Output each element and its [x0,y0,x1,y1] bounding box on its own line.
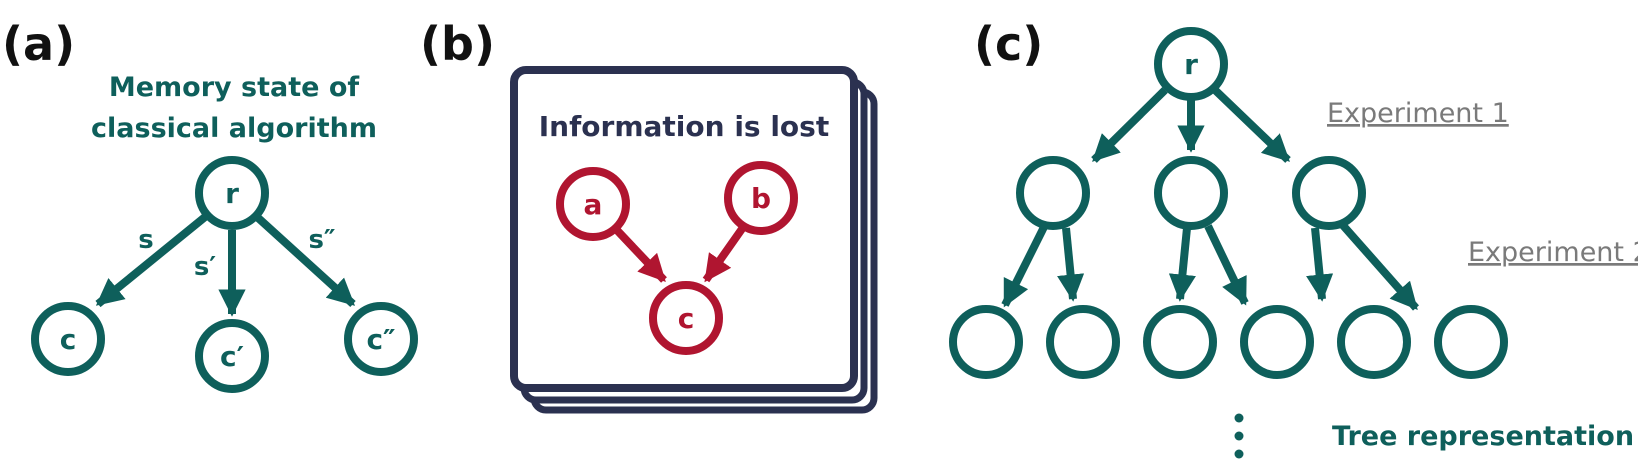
experiment-1-label: Experiment 1 [1327,98,1509,129]
tree-node-level2 [1434,305,1508,379]
edge-middle-child2 [1204,224,1249,306]
edge-b-to-c [702,223,748,283]
node-a-label: a [584,188,603,221]
node-c-double-prime-label: c″ [366,323,395,356]
edge-label-s: s [138,225,153,255]
tree-node-level2 [1337,305,1411,379]
node-r-label: r [225,177,239,210]
panel-c-label: (c) [974,17,1043,71]
panel-a-title-line2: classical algorithm [91,113,377,144]
panel-b-label: (b) [420,17,495,71]
tree-node-r-label: r [1184,48,1198,81]
card-front [510,66,858,392]
panel-c: (c) r Experiment 1 Experiment 2 [949,17,1638,459]
information-lost-title: Information is lost [539,110,829,143]
edge-right-child1 [1306,227,1334,302]
edge-a-to-c [610,223,667,283]
edge-root-right [1212,87,1291,163]
edge-middle-child1 [1168,227,1196,302]
node-c [31,302,105,376]
edge-left-child2 [1057,227,1085,302]
node-a [556,167,630,241]
node-c-lost-label: c [678,302,695,335]
tree-node-r [1154,27,1228,101]
panel-a-label: (a) [2,17,75,71]
tree-node-level2 [1240,305,1314,379]
edge-right-child2 [1337,219,1419,311]
panel-b: (b) Information is lost a b c [420,17,878,414]
node-c-double-prime [344,302,418,376]
vertical-ellipsis-icon [1234,413,1244,459]
tree-node-level2 [1143,305,1217,379]
tree-node-level2 [949,305,1023,379]
node-c-label: c [60,323,77,356]
tree-node-level1 [1016,156,1090,230]
node-b-label: b [751,182,771,215]
tree-node-level2 [1046,305,1120,379]
node-b [724,161,798,235]
edge-r-to-c [95,213,208,308]
experiment-2-label: Experiment 2 [1468,237,1638,268]
edge-label-s-double-prime: s″ [308,225,335,255]
node-c-lost [649,281,723,355]
edge-r-to-c-double-prime [253,213,356,307]
node-c-prime [195,319,269,393]
tree-node-level1 [1154,156,1228,230]
tree-representation-label: Tree representation [1332,421,1634,452]
panel-a: (a) Memory state of classical algorithm … [2,17,418,393]
edge-label-s-prime: s′ [194,252,216,282]
edge-root-left [1091,87,1168,163]
edge-left-child1 [1001,225,1048,308]
node-r [195,156,269,230]
tree-node-level1 [1292,156,1366,230]
panel-a-title-line1: Memory state of [109,72,360,103]
node-c-prime-label: c′ [220,340,244,373]
